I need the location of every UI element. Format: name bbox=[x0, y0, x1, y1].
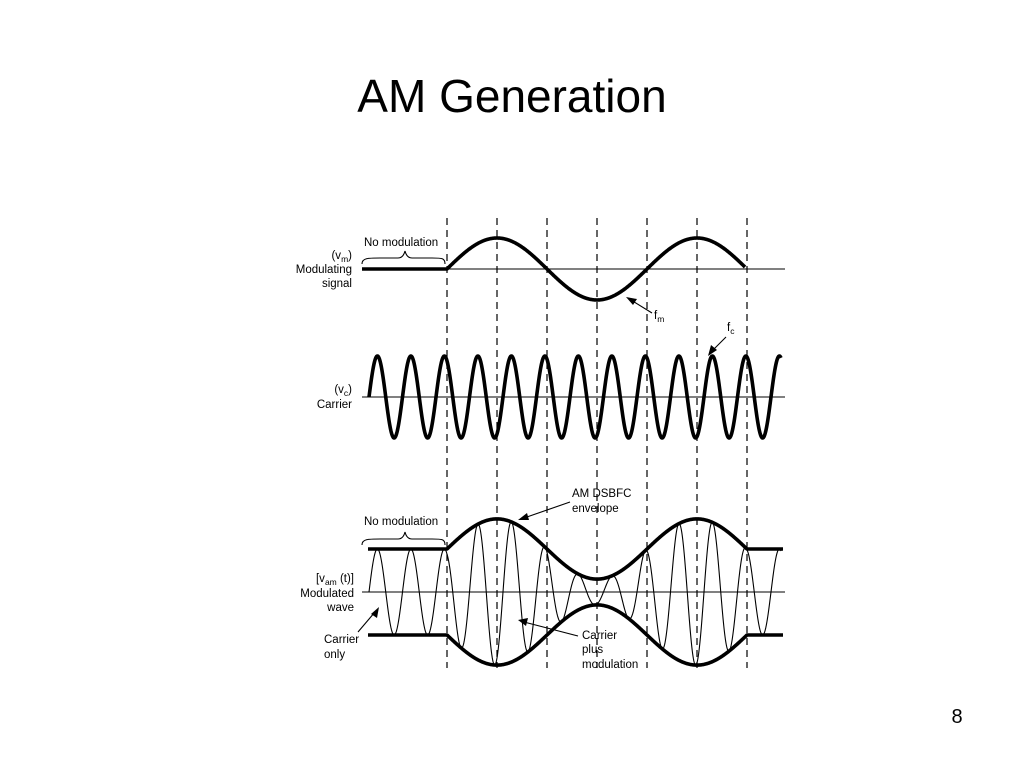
cpm-line3: modulation bbox=[582, 659, 638, 671]
cpm-arrowhead bbox=[518, 618, 528, 626]
dashed-guides bbox=[446, 218, 748, 668]
fc-arrowhead bbox=[708, 345, 717, 356]
envelope-leader bbox=[523, 501, 571, 519]
vc-symbol: (vc) bbox=[334, 384, 352, 398]
modulating-waveform bbox=[360, 236, 747, 302]
no-modulation-label-top: No modulation bbox=[364, 237, 438, 249]
fm-arrowhead bbox=[626, 297, 637, 305]
carrier-only-line2: only bbox=[324, 649, 345, 661]
no-modulation-brace-bottom bbox=[361, 531, 446, 546]
cpm-line2: plus bbox=[582, 644, 603, 656]
fc-label: fc bbox=[727, 322, 735, 336]
vam-symbol: [vam (t)] bbox=[316, 573, 354, 587]
no-modulation-brace-top bbox=[361, 250, 446, 265]
modulated-waveform bbox=[368, 521, 782, 666]
carrier-only-arrowhead bbox=[371, 607, 379, 618]
vm-symbol: (vm) bbox=[331, 250, 352, 264]
modulated-label-line2: wave bbox=[326, 602, 354, 614]
carrier-panel: (vc) Carrier fc bbox=[317, 322, 785, 440]
cpm-line1: Carrier bbox=[582, 630, 617, 642]
modulated-wave-panel: No modulation [vam (t)] Modulated wave A… bbox=[300, 488, 785, 671]
envelope-upper bbox=[366, 517, 785, 581]
carrier-only-line1: Carrier bbox=[324, 634, 359, 646]
envelope-label-line2: envelope bbox=[572, 503, 619, 515]
envelope-label-line1: AM DSBFC bbox=[572, 488, 631, 500]
carrier-waveform bbox=[367, 354, 783, 440]
slide-title: AM Generation bbox=[357, 70, 667, 122]
envelope-lower bbox=[366, 603, 785, 667]
modulating-label-line1: Modulating bbox=[296, 264, 352, 276]
fm-label: fm bbox=[654, 310, 664, 324]
envelope-arrowhead bbox=[518, 513, 529, 520]
modulating-label-line2: signal bbox=[322, 278, 352, 290]
modulated-label-line1: Modulated bbox=[300, 588, 354, 600]
modulating-signal-panel: No modulation (vm) Modulating signal fm bbox=[296, 236, 785, 324]
cpm-leader bbox=[523, 621, 579, 637]
carrier-label: Carrier bbox=[317, 399, 352, 411]
page-number: 8 bbox=[951, 706, 963, 728]
no-modulation-label-bottom: No modulation bbox=[364, 516, 438, 528]
carrier-only-leader bbox=[357, 611, 376, 633]
